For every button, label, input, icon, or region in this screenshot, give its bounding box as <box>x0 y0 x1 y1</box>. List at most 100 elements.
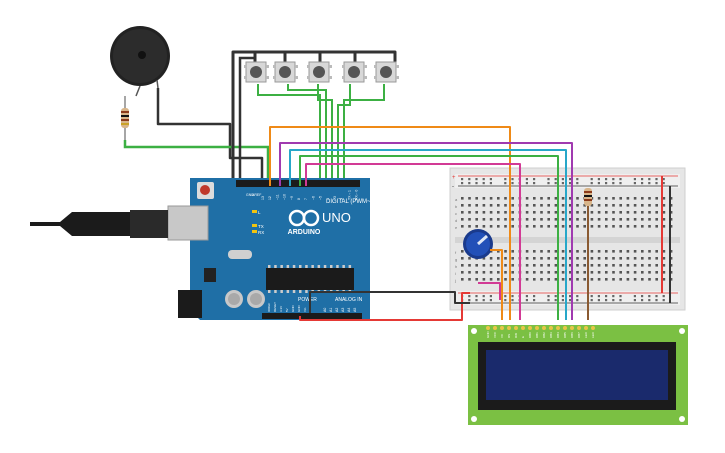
breadboard-row-label: j <box>454 278 456 283</box>
lcd-pin[interactable] <box>486 326 490 330</box>
lcd-pin[interactable] <box>584 326 588 330</box>
lcd-pin[interactable] <box>591 326 595 330</box>
lcd-pin-label: RW <box>514 333 518 338</box>
lcd-pin-label: RS <box>507 334 511 338</box>
button-3[interactable] <box>307 61 332 83</box>
lcd-pin[interactable] <box>521 326 525 330</box>
wire-5v-red[interactable] <box>299 292 470 321</box>
wire-gnd-black[interactable] <box>309 291 470 313</box>
lcd-pin-label: DB0 <box>528 332 532 338</box>
digital-pin-label: ~11 <box>275 194 279 200</box>
lcd-pin[interactable] <box>535 326 539 330</box>
power-pin-label: 3.3V <box>279 306 283 312</box>
digital-pin-label: 7 <box>304 198 308 200</box>
aref-label: AREF <box>252 193 261 197</box>
button-4[interactable] <box>342 61 367 83</box>
analog-pin-label: A1 <box>329 308 333 312</box>
wire-pot-magenta[interactable] <box>478 282 501 300</box>
digital-pin-label: ~6 <box>311 196 315 200</box>
piezo-buzzer[interactable] <box>110 26 170 97</box>
lcd-pin-label: VCC <box>493 331 497 338</box>
breadboard-row-label: d <box>455 218 457 223</box>
power-pin-label: 5V <box>285 308 289 312</box>
digital-pin-label: ~3 <box>333 196 337 200</box>
digital-pin-label: ~5 <box>319 196 323 200</box>
lcd-pin[interactable] <box>528 326 532 330</box>
digital-pin-label: 2 <box>340 198 344 200</box>
button-2[interactable] <box>273 61 298 83</box>
wire-purple[interactable] <box>279 142 573 320</box>
lcd-pin[interactable] <box>500 326 504 330</box>
breadboard-row-label: h <box>455 264 457 269</box>
breadboard-row-label: g <box>455 257 457 262</box>
lcd-pin[interactable] <box>507 326 511 330</box>
lcd-pin-label: DB7 <box>577 332 581 338</box>
lcd-pin-label: DB1 <box>535 332 539 338</box>
digital-pin-label: ~9 <box>290 196 294 200</box>
wire-green-lcd[interactable] <box>299 155 559 320</box>
arduino-uno[interactable]: ARDUINO UNO DIGITAL (PWM~) POWER ANALOG … <box>167 178 373 320</box>
wire-pot-orange[interactable] <box>490 249 503 320</box>
lcd-pin-label: LED <box>591 331 595 338</box>
rail-plus-label: + <box>452 175 456 181</box>
breadboard-row-label: f <box>455 250 457 255</box>
lcd-pin-label: DB2 <box>542 332 546 338</box>
wire-cyan[interactable] <box>289 149 567 320</box>
analog-pin-label: A2 <box>335 308 339 312</box>
rail-minus-label: - <box>452 184 454 190</box>
arduino-brand: ARDUINO <box>288 229 321 236</box>
tx-label: TX <box>258 224 264 229</box>
arduino-model: UNO <box>322 210 351 225</box>
resistor-buzzer[interactable] <box>121 108 129 128</box>
usb-cable <box>30 210 168 238</box>
power-pin-label: GND <box>291 305 295 313</box>
lcd-pin-label: DB3 <box>549 332 553 338</box>
lcd-screen <box>486 350 668 400</box>
lcd-pin[interactable] <box>577 326 581 330</box>
lcd-pin[interactable] <box>549 326 553 330</box>
lcd-pin[interactable] <box>563 326 567 330</box>
potentiometer[interactable] <box>463 229 493 259</box>
power-label: POWER <box>298 297 317 303</box>
wire-magenta[interactable] <box>305 163 521 320</box>
lcd-pin-label: DB5 <box>563 332 567 338</box>
lcd-pin[interactable] <box>542 326 546 330</box>
digital-pin-label: 4 <box>326 198 330 200</box>
breadboard-row-label: i <box>455 271 456 276</box>
digital-pin-label: 8 <box>297 198 301 200</box>
digital-pin-label: TX→1 <box>347 190 351 200</box>
digital-pin-label: RX←0 <box>355 190 359 200</box>
lcd-pin[interactable] <box>514 326 518 330</box>
analog-pin-label: A3 <box>341 308 345 312</box>
analog-pin-label: A4 <box>347 308 351 312</box>
lcd-pin[interactable] <box>493 326 497 330</box>
resistor-backlight[interactable] <box>584 188 592 206</box>
lcd-pin[interactable] <box>556 326 560 330</box>
digital-label: DIGITAL (PWM~) <box>326 199 373 205</box>
breadboard-row-label: a <box>455 197 458 202</box>
l-label: L <box>258 210 261 215</box>
analog-pin-label: A5 <box>353 308 357 312</box>
analog-label: ANALOG IN <box>335 297 363 303</box>
wire-orange[interactable] <box>269 126 511 320</box>
power-pin-label: IOREF <box>267 303 271 312</box>
wires-buttons-green[interactable] <box>257 84 385 186</box>
power-pin-label: Vin <box>303 307 307 312</box>
wire-buzzer-green[interactable] <box>123 140 270 186</box>
rx-label: RX <box>258 230 264 235</box>
wire-buzzer-gnd[interactable] <box>156 88 264 186</box>
power-pin-label: GND <box>297 305 301 313</box>
breadboard-row-label: b <box>455 204 458 209</box>
button-1[interactable] <box>244 61 269 83</box>
digital-pin-label: ~10 <box>283 194 287 200</box>
lcd-pin-label: E <box>521 336 525 338</box>
digital-pin-label: 12 <box>268 196 272 200</box>
gnd-label: GND <box>246 193 254 197</box>
button-5[interactable] <box>374 61 399 83</box>
lcd-pin[interactable] <box>570 326 574 330</box>
breadboard-row-label: e <box>455 225 458 230</box>
